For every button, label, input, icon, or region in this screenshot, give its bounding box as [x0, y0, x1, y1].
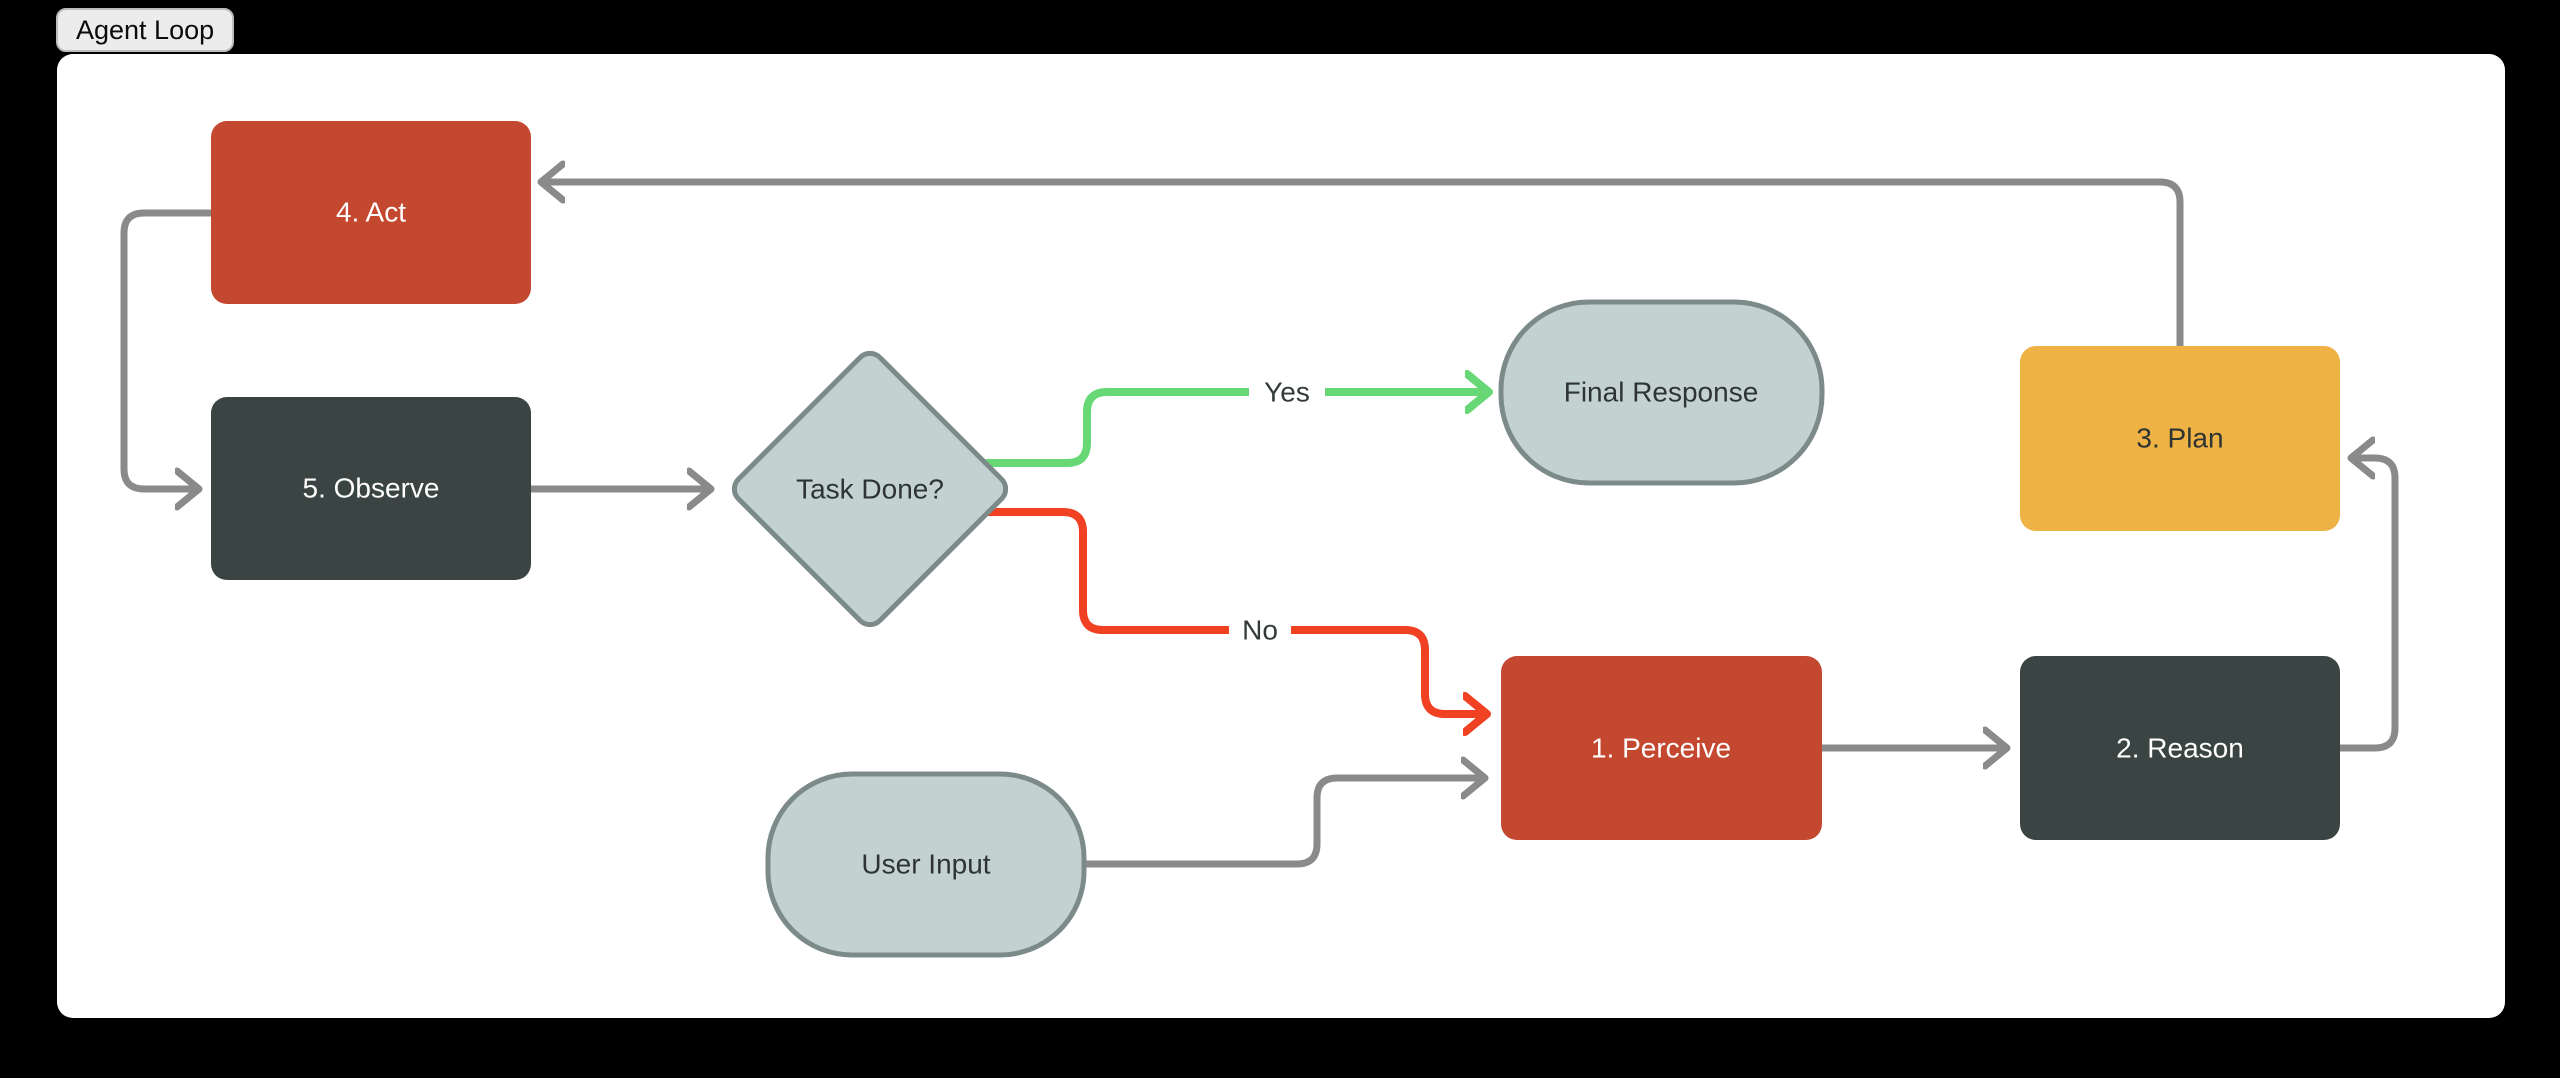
- edge-label-no: No: [1229, 610, 1291, 650]
- edge-userinput-to-perceive[interactable]: [1080, 778, 1483, 868]
- node-observe-label: 5. Observe: [303, 472, 440, 503]
- node-task-done[interactable]: Task Done?: [729, 348, 1012, 631]
- node-plan[interactable]: 3. Plan: [2020, 346, 2340, 531]
- edge-label-yes-text: Yes: [1264, 376, 1310, 407]
- node-observe-shape[interactable]: [211, 397, 531, 580]
- edge-act-to-observe[interactable]: [120, 209, 215, 489]
- node-user-input-label: User Input: [861, 848, 990, 879]
- node-plan-label: 3. Plan: [2136, 422, 2223, 453]
- node-observe[interactable]: 5. Observe: [211, 397, 531, 580]
- node-task-done-shape[interactable]: [729, 348, 1012, 631]
- edge-label-yes-bg: [1249, 372, 1325, 412]
- node-perceive[interactable]: 1. Perceive: [1501, 656, 1822, 840]
- node-perceive-shape[interactable]: [1501, 656, 1822, 840]
- edge-reason-to-plan[interactable]: [2336, 458, 2399, 752]
- node-final-response[interactable]: Final Response: [1498, 299, 1825, 486]
- node-perceive-label: 1. Perceive: [1591, 732, 1731, 763]
- node-reason[interactable]: 2. Reason: [2020, 656, 2340, 840]
- node-act-shape[interactable]: [211, 121, 531, 304]
- flowchart: Yes No 4. Act 5. Observe Task Done?: [120, 121, 2399, 958]
- whiteboard-canvas[interactable]: Yes No 4. Act 5. Observe Task Done?: [57, 54, 2505, 1018]
- edge-yes-to-final-response[interactable]: [983, 392, 1487, 467]
- edge-plan-to-act[interactable]: [543, 182, 2184, 350]
- edge-label-no-bg: [1229, 610, 1291, 650]
- edge-label-no-text: No: [1242, 614, 1278, 645]
- node-user-input-shape[interactable]: [765, 771, 1087, 958]
- node-reason-label: 2. Reason: [2116, 732, 2244, 763]
- node-user-input[interactable]: User Input: [765, 771, 1087, 958]
- node-final-response-label: Final Response: [1564, 376, 1759, 407]
- edge-label-yes: Yes: [1249, 372, 1325, 412]
- node-reason-shape[interactable]: [2020, 656, 2340, 840]
- document-tab[interactable]: Agent Loop: [56, 8, 235, 52]
- node-act[interactable]: 4. Act: [211, 121, 531, 304]
- node-plan-shape[interactable]: [2020, 346, 2340, 531]
- node-task-done-label: Task Done?: [796, 473, 944, 504]
- node-act-label: 4. Act: [336, 196, 406, 227]
- node-final-response-shape[interactable]: [1498, 299, 1825, 486]
